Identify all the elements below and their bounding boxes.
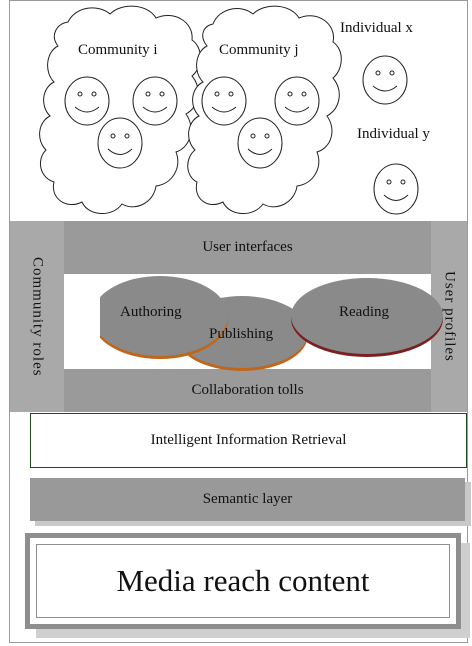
authoring-label: Authoring	[120, 304, 182, 320]
collaboration-tools-label: Collaboration tolls	[191, 382, 304, 398]
individual-x-smiley-icon	[362, 55, 408, 105]
semantic-layer-box: Semantic layer	[30, 478, 465, 521]
authoring-ellipse	[100, 276, 228, 359]
intelligent-information-retrieval-box: Intelligent Information Retrieval	[30, 413, 467, 468]
smiley-face-icon	[64, 76, 110, 126]
user-interfaces-label: User interfaces	[202, 239, 293, 255]
community-roles-bar: Community roles	[11, 221, 63, 412]
user-profiles-label: User profiles	[441, 271, 458, 362]
media-content-inner: Media reach content	[36, 544, 450, 618]
individual-y-label: Individual y	[357, 126, 430, 142]
service-ellipses	[100, 276, 443, 371]
community-i-label: Community i	[78, 42, 158, 58]
community-roles-label: Community roles	[29, 256, 46, 377]
individual-x-label: Individual x	[340, 20, 413, 36]
smiley-face-icon	[132, 76, 178, 126]
media-content-box: Media reach content	[25, 533, 461, 629]
smiley-face-icon	[97, 117, 143, 169]
community-j-cloud	[187, 5, 342, 214]
individual-y-smiley-icon	[373, 163, 419, 215]
reading-ellipse	[291, 278, 443, 357]
community-j-label: Community j	[219, 42, 299, 58]
intelligent-information-retrieval-label: Intelligent Information Retrieval	[150, 432, 347, 448]
diagram-frame	[9, 0, 468, 643]
semantic-layer-label: Semantic layer	[202, 491, 293, 507]
collaboration-tools-bar: Collaboration tolls	[64, 369, 431, 412]
smiley-face-icon	[201, 76, 247, 126]
publishing-label: Publishing	[209, 326, 274, 342]
media-reach-content-label: Media reach content	[116, 563, 370, 598]
smiley-face-icon	[237, 117, 283, 169]
smiley-face-icon	[274, 76, 320, 126]
reading-label: Reading	[339, 304, 389, 320]
community-i-cloud	[39, 5, 201, 214]
user-interfaces-bar: User interfaces	[64, 221, 431, 274]
